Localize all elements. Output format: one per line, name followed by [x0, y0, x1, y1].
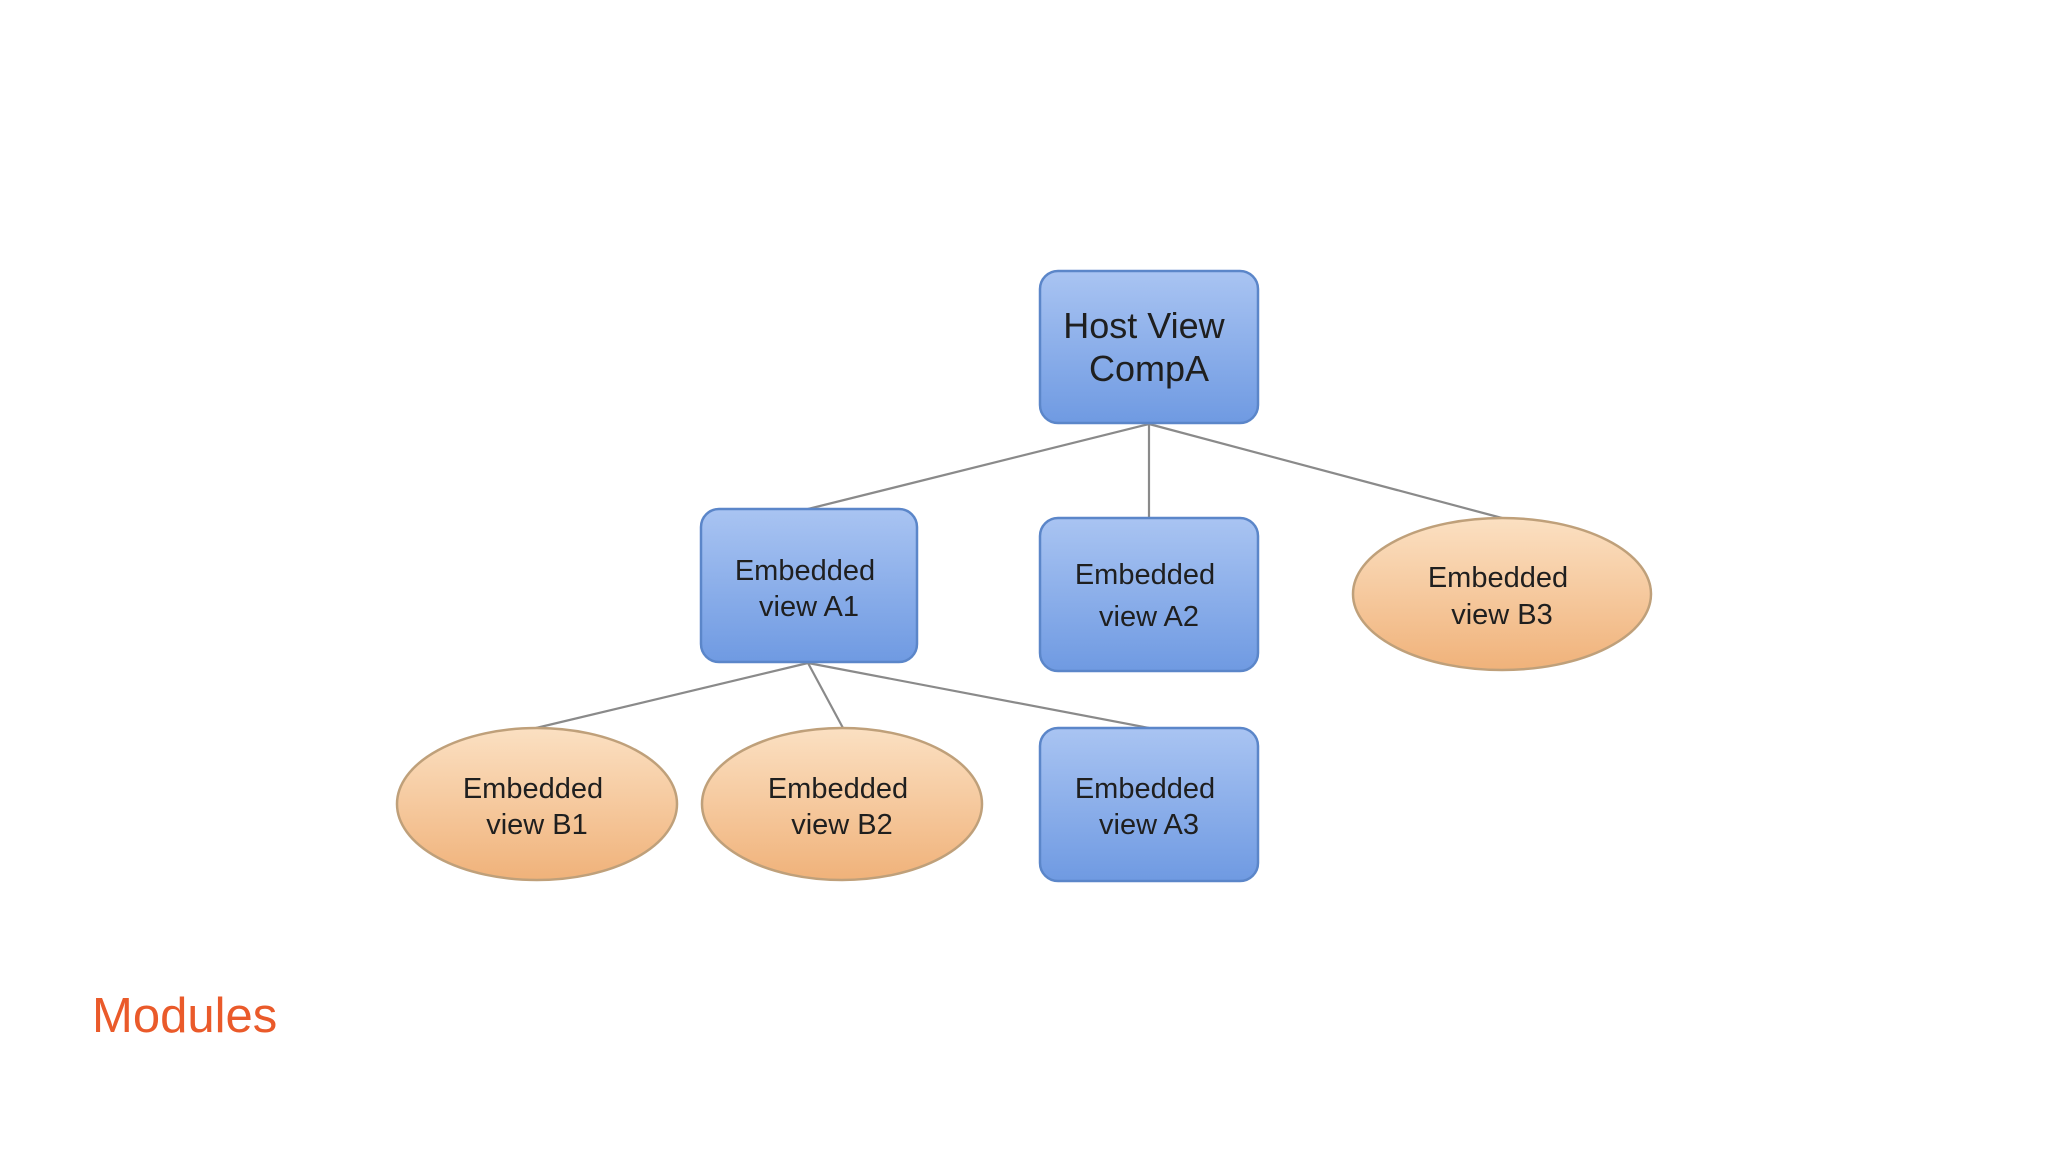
b2-line-2: view B2: [791, 809, 893, 841]
node-embedded-view-a1: Embedded view A1: [699, 507, 919, 664]
a1-line-1: Embedded: [735, 555, 875, 587]
b3-line-1: Embedded: [1428, 562, 1568, 594]
edge-host-a1: [807, 422, 1150, 511]
node-host-view-compa: Host View CompA: [1038, 269, 1260, 425]
a1-line-2: view A1: [759, 591, 859, 623]
node-embedded-view-a2: Embedded view A2: [1038, 516, 1260, 673]
host-line-2: CompA: [1089, 348, 1209, 389]
a2-line-1: Embedded: [1075, 559, 1215, 591]
svg-text:Embedded view A1: Embedded view A1: [735, 555, 883, 623]
host-line-1: Host View: [1063, 305, 1225, 346]
edge-a1-b1: [535, 661, 809, 730]
svg-text:Host View CompA: Host View CompA: [1063, 305, 1234, 389]
a3-line-1: Embedded: [1075, 773, 1215, 805]
svg-text:Embedded view B1: Embedded view B1: [463, 773, 611, 841]
slide-title: Modules: [92, 989, 278, 1043]
b3-line-2: view B3: [1451, 599, 1553, 631]
svg-text:Embedded view B2: Embedded view B2: [768, 773, 916, 841]
edges: [535, 422, 1503, 730]
node-embedded-view-b2: Embedded view B2: [700, 726, 984, 882]
edge-host-b3: [1148, 422, 1503, 520]
node-embedded-view-b1: Embedded view B1: [395, 726, 679, 882]
edge-a1-a3: [807, 661, 1150, 730]
a3-line-2: view A3: [1099, 809, 1199, 841]
node-embedded-view-b3: Embedded view B3: [1351, 516, 1653, 672]
b2-line-1: Embedded: [768, 773, 908, 805]
b1-line-1: Embedded: [463, 773, 603, 805]
a2-line-2: view A2: [1099, 601, 1199, 633]
svg-text:Embedded view B3: Embedded view B3: [1428, 562, 1576, 631]
edge-a1-b2: [807, 662, 844, 729]
svg-text:Embedded view A3: Embedded view A3: [1075, 773, 1223, 841]
b1-line-2: view B1: [486, 809, 588, 841]
node-embedded-view-a3: Embedded view A3: [1038, 726, 1260, 883]
svg-text:Embedded view A2: Embedded view A2: [1075, 559, 1223, 633]
